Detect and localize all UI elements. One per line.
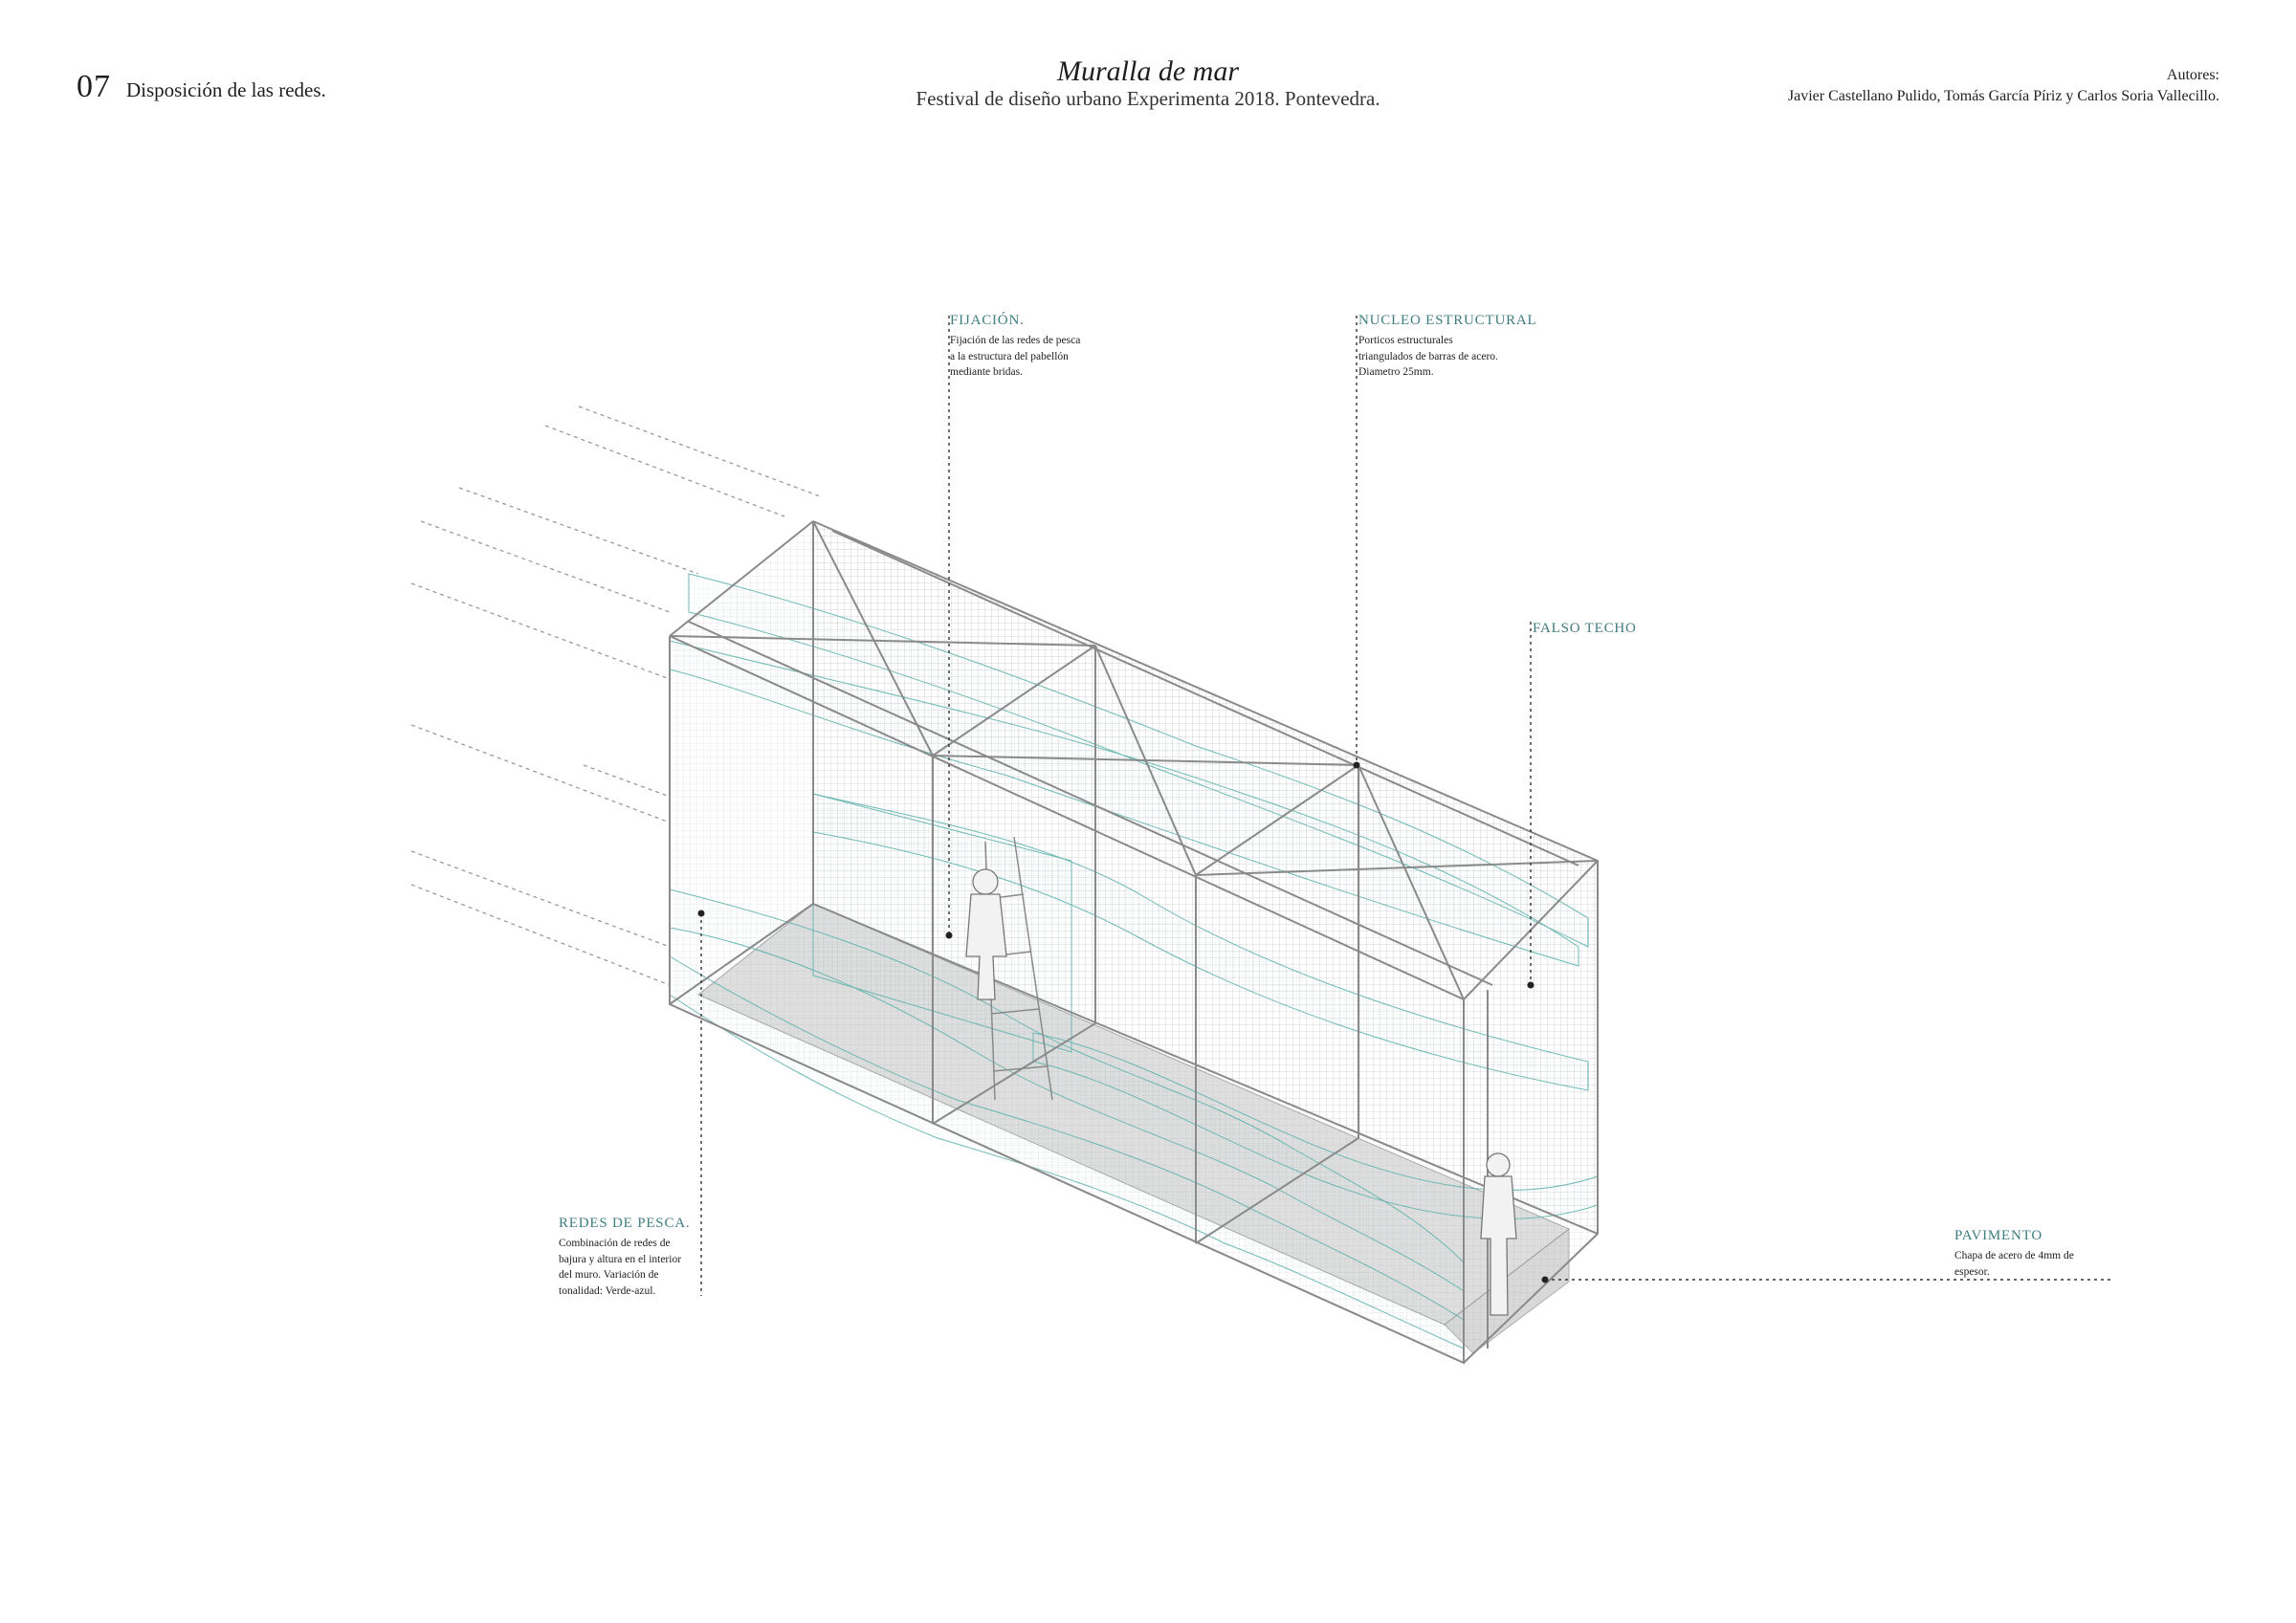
leader-dots bbox=[697, 761, 1549, 1283]
annotation-line: Fijación de las redes de pesca bbox=[950, 335, 1081, 346]
annotation-title: REDES DE PESCA. bbox=[559, 1216, 691, 1231]
authors-label: Autores: bbox=[2166, 67, 2219, 83]
projection-lines bbox=[410, 406, 824, 986]
annotation-line: tonalidad: Verde-azul. bbox=[559, 1285, 656, 1298]
annotation-pavimento: PAVIMENTO Chapa de acero de 4mm de espes… bbox=[1954, 1227, 2127, 1280]
sheet-header-center: Muralla de mar Festival de diseño urbano… bbox=[765, 55, 1531, 111]
annotation-line: Chapa de acero de 4mm de bbox=[1954, 1250, 2074, 1261]
annotation-line: del muro. Variación de bbox=[559, 1269, 659, 1282]
annotation-line: a la estructura del pabellón bbox=[950, 350, 1069, 362]
annotation-line: bajura y altura en el interior bbox=[559, 1253, 682, 1265]
project-subtitle: Festival de diseño urbano Experimenta 20… bbox=[916, 87, 1380, 110]
annotation-body: Chapa de acero de 4mm de espesor. bbox=[1954, 1248, 2127, 1280]
annotation-line: Porticos estructurales bbox=[1358, 335, 1453, 346]
annotation-redes-de-pesca: REDES DE PESCA. Combinación de redes de … bbox=[559, 1215, 702, 1300]
sheet-number: 07 bbox=[77, 69, 111, 104]
annotation-falso-techo: FALSO TECHO bbox=[1533, 620, 1695, 641]
annotation-line: espesor. bbox=[1954, 1265, 1990, 1278]
annotation-title: FALSO TECHO bbox=[1533, 621, 1637, 636]
annotation-line: mediante bridas. bbox=[950, 366, 1024, 379]
annotation-line: Combinación de redes de bbox=[559, 1238, 671, 1249]
leader-lines bbox=[700, 316, 2114, 1296]
annotation-fijacion: FIJACIÓN. Fijación de las redes de pesca… bbox=[950, 312, 1141, 381]
annotation-nucleo-estructural: NUCLEO ESTRUCTURAL Porticos estructurale… bbox=[1358, 312, 1569, 381]
annotation-title: PAVIMENTO bbox=[1954, 1228, 2042, 1243]
human-figures bbox=[965, 868, 1517, 1316]
sheet-section-title: Disposición de las redes. bbox=[126, 78, 326, 101]
sheet-header-right: Autores: Javier Castellano Pulido, Tomás… bbox=[1788, 65, 2219, 108]
sheet-header-left: 07 Disposición de las redes. bbox=[77, 69, 326, 105]
annotation-title: NUCLEO ESTRUCTURAL bbox=[1358, 313, 1537, 328]
project-title: Muralla de mar bbox=[1057, 55, 1239, 87]
annotation-body: Combinación de redes de bajura y altura … bbox=[559, 1236, 702, 1300]
annotation-body: Porticos estructurales triangulados de b… bbox=[1358, 333, 1569, 381]
annotation-line: Diametro 25mm. bbox=[1358, 366, 1434, 379]
annotation-line: triangulados de barras de acero. bbox=[1358, 350, 1498, 362]
authors-names: Javier Castellano Pulido, Tomás García P… bbox=[1787, 88, 2219, 105]
annotation-title: FIJACIÓN. bbox=[950, 313, 1025, 328]
structural-frame bbox=[669, 520, 1599, 1365]
annotation-body: Fijación de las redes de pesca a la estr… bbox=[950, 333, 1141, 381]
